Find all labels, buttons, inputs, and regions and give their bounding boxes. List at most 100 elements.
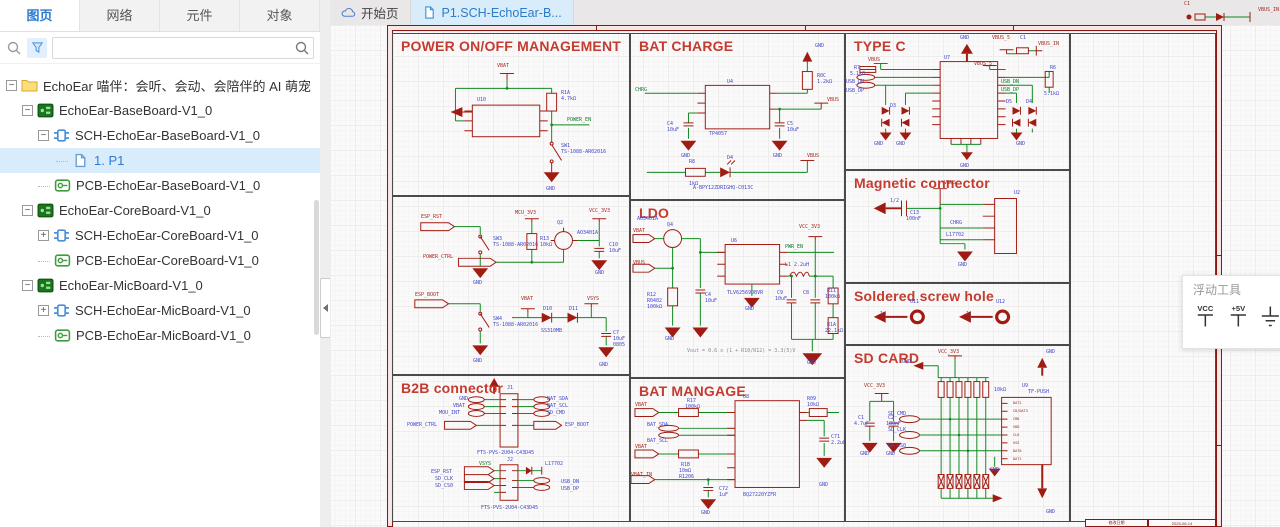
expander-icon[interactable]: − (6, 80, 17, 91)
sheet-frame (387, 25, 1222, 527)
project-tree: − EchoEar 喵伴：会听、会动、会陪伴的 AI 萌宠 − EchoEar-… (0, 64, 320, 348)
block-title: LDO (639, 205, 670, 221)
chevron-left-icon (323, 304, 328, 312)
schematic-icon (53, 128, 70, 143)
tree-item-label: EchoEar-CoreBoard-V1_0 (59, 203, 211, 218)
search-input[interactable] (52, 36, 314, 59)
type-c-circuit[interactable] (846, 34, 1069, 169)
tab-nets[interactable]: 网络 (80, 0, 160, 31)
pcb-icon (54, 178, 71, 193)
sd-card-circuit[interactable] (846, 346, 1069, 521)
b2b-circuit[interactable] (393, 376, 629, 521)
page-icon (72, 153, 89, 168)
search-icon[interactable] (6, 40, 22, 56)
canvas-area: 开始页 P1.SCH-EchoEar-B... POWER ON/OFF MAN… (330, 0, 1280, 527)
vcc-tool-button[interactable]: VCC (1193, 302, 1218, 330)
block-title: BAT MANGAGE (639, 383, 746, 399)
tree-item-label: EchoEar-BaseBoard-V1_0 (59, 103, 213, 118)
expander-icon[interactable]: + (38, 230, 49, 241)
tree-leaf-guide (38, 260, 50, 262)
tree-item-pcb-coreboard[interactable]: PCB-EchoEar-CoreBoard-V1_0 (0, 248, 320, 273)
board-icon (37, 278, 54, 293)
block-title: SD CARD (854, 350, 920, 366)
block-sd-card: SD CARD (845, 345, 1070, 522)
pcb-icon (54, 253, 71, 268)
plus5v-tool-button[interactable]: +5V (1226, 302, 1251, 330)
tree-item-label: PCB-EchoEar-MicBoard-V1_0 (76, 328, 251, 343)
plus5v-label: +5V (1231, 304, 1245, 313)
expander-icon[interactable]: − (22, 105, 33, 116)
expander-icon[interactable]: − (22, 280, 33, 291)
tab-start-page[interactable]: 开始页 (330, 0, 411, 25)
expander-icon[interactable]: − (22, 205, 33, 216)
cloud-icon (341, 8, 356, 17)
magnetic-connector-circuit[interactable] (846, 171, 1069, 282)
frame-tick (1217, 445, 1222, 446)
bat-charge-circuit[interactable] (631, 34, 844, 199)
sidebar-tabbar: 图页 网络 元件 对象 (0, 0, 320, 32)
title-block-cell: 修改日期 (1085, 519, 1148, 527)
tree-item-coreboard[interactable]: − EchoEar-CoreBoard-V1_0 (0, 198, 320, 223)
tab-label: 开始页 (361, 7, 399, 21)
expander-icon[interactable]: − (38, 130, 49, 141)
tab-sheets[interactable]: 图页 (0, 0, 80, 31)
title-block-cell: 2025-06-14 (1148, 519, 1216, 527)
search-row (0, 32, 320, 64)
sidebar-scrollbar[interactable] (314, 200, 319, 335)
expander-icon[interactable]: + (38, 305, 49, 316)
tree-item-sch-micboard[interactable]: + SCH-EchoEar-MicBoard-V1_0 (0, 298, 320, 323)
document-tabbar: 开始页 P1.SCH-EchoEar-B... (330, 0, 1280, 26)
stray-circuit (1186, 12, 1251, 22)
schematic-icon (53, 228, 70, 243)
sidebar: 图页 网络 元件 对象 − EchoEar 喵伴：会听、会动、 (0, 0, 321, 527)
tree-item-label: PCB-EchoEar-CoreBoard-V1_0 (76, 253, 259, 268)
tree-item-label: PCB-EchoEar-BaseBoard-V1_0 (76, 178, 261, 193)
sheet-frame-inner (392, 30, 1217, 527)
floating-tools-panel: 浮动工具 VCC +5V (1182, 275, 1280, 349)
screw-hole-circuit[interactable] (846, 284, 1069, 344)
filter-button[interactable] (27, 37, 47, 58)
tab-components[interactable]: 元件 (160, 0, 240, 31)
tree-item-pcb-micboard[interactable]: PCB-EchoEar-MicBoard-V1_0 (0, 323, 320, 348)
bat-manage-circuit[interactable] (631, 379, 844, 521)
folder-icon (21, 78, 38, 93)
tree-item-project[interactable]: − EchoEar 喵伴：会听、会动、会陪伴的 AI 萌宠 (0, 73, 320, 98)
tree-item-page-p1[interactable]: 1. P1 (0, 148, 320, 173)
tree-item-sch-baseboard[interactable]: − SCH-EchoEar-BaseBoard-V1_0 (0, 123, 320, 148)
block-ldo: LDO (630, 200, 845, 378)
tab-objects[interactable]: 对象 (240, 0, 320, 31)
floating-tools-row: VCC +5V (1183, 300, 1280, 332)
search-input-wrap (52, 36, 314, 59)
block-title: Soldered screw hole (854, 288, 994, 304)
title-block-label: 修改日期 (1108, 520, 1125, 525)
search-submit-icon[interactable] (294, 40, 310, 56)
block-type-c: TYPE C (845, 33, 1070, 170)
gnd-icon (1262, 306, 1280, 327)
frame-tick (805, 25, 806, 30)
block-title: B2B connector (401, 380, 504, 396)
frame-tick (1013, 25, 1014, 30)
frame-tick (596, 25, 597, 30)
tree-item-micboard[interactable]: − EchoEar-MicBoard-V1_0 (0, 273, 320, 298)
reset-boot-circuit[interactable] (393, 197, 629, 374)
tree-leaf-guide (38, 185, 50, 187)
ldo-circuit[interactable] (631, 201, 844, 377)
tab-document-p1[interactable]: P1.SCH-EchoEar-B... (410, 0, 574, 25)
tree-item-label: 1. P1 (94, 153, 125, 168)
tree-item-pcb-baseboard[interactable]: PCB-EchoEar-BaseBoard-V1_0 (0, 173, 320, 198)
tree-item-label: SCH-EchoEar-BaseBoard-V1_0 (75, 128, 260, 143)
block-title: BAT CHARGE (639, 38, 734, 54)
power-onoff-circuit[interactable] (393, 34, 629, 195)
tree-item-baseboard[interactable]: − EchoEar-BaseBoard-V1_0 (0, 98, 320, 123)
tree-item-sch-coreboard[interactable]: + SCH-EchoEar-CoreBoard-V1_0 (0, 223, 320, 248)
gnd-tool-button[interactable] (1258, 302, 1280, 330)
tree-leaf-guide (38, 335, 50, 337)
tree-leaf-guide (56, 160, 68, 162)
board-icon (37, 103, 54, 118)
block-title: TYPE C (854, 38, 906, 54)
